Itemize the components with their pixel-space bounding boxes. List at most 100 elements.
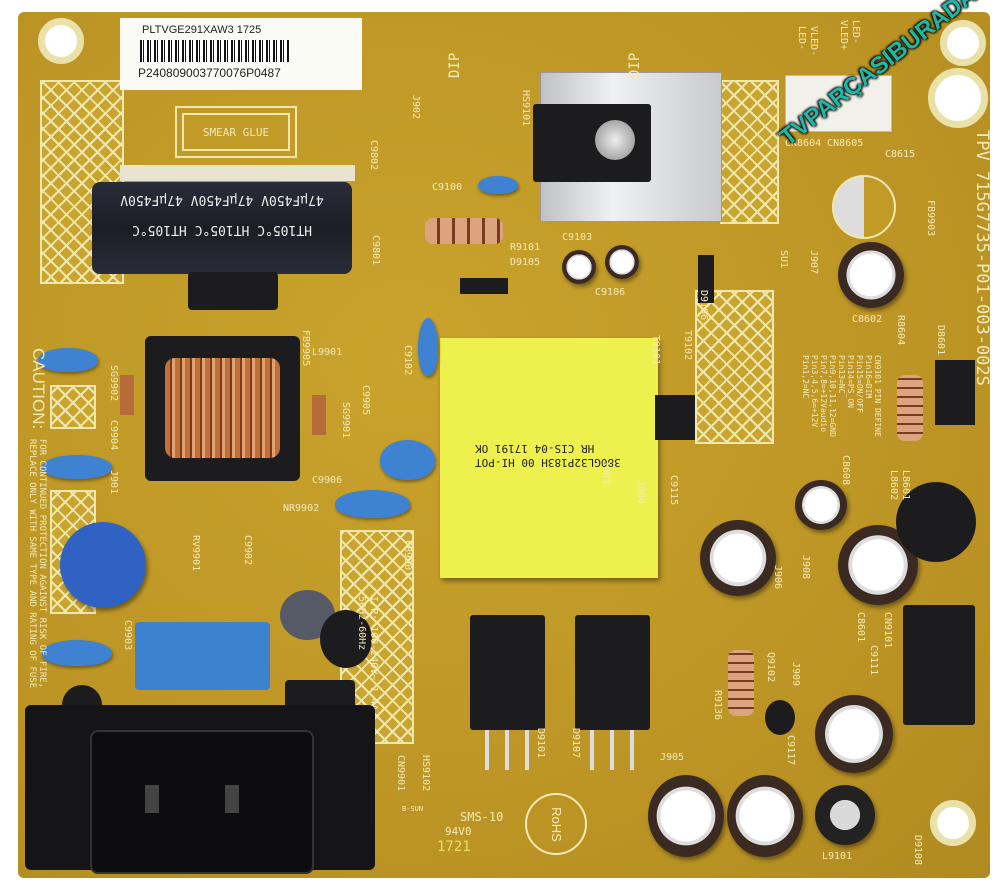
x-capacitor <box>135 622 270 690</box>
y-capacitor <box>42 455 112 479</box>
ref-label: J905 <box>660 752 685 763</box>
varistor <box>60 522 146 608</box>
caution-line-2: REPLACE ONLY WITH SAME TYPE AND RATING O… <box>27 438 38 689</box>
ref-label: FB9903 <box>925 200 936 237</box>
bulk-cap-rating: 47µF450V 47µF450V 47µF450V <box>120 192 324 207</box>
ref-label: C9111 <box>868 645 879 676</box>
led-pin-label: LED- <box>796 26 807 51</box>
ref-label: C9106 <box>595 287 626 298</box>
ref-label: L8601 <box>900 470 911 501</box>
ref-label: R9136 <box>712 690 723 721</box>
ref-label: HS9102 <box>420 755 431 792</box>
ref-label: L8602 <box>888 470 899 501</box>
electrolytic-capacitor <box>815 785 875 845</box>
electrolytic-capacitor <box>605 245 639 279</box>
inductor <box>320 610 372 668</box>
dip-arrow-label: DIP <box>627 52 643 78</box>
ref-label: NR9902 <box>283 503 320 514</box>
ref-label: RV9901 <box>190 535 201 572</box>
caution-title: CAUTION: <box>29 348 48 430</box>
transistor <box>765 700 795 735</box>
diode <box>312 395 326 435</box>
ref-label: J904 <box>635 480 646 505</box>
glue-strip <box>120 165 355 181</box>
ref-label: C9905 <box>360 385 371 416</box>
ref-label: SG9902 <box>108 365 119 402</box>
resistor <box>728 650 754 716</box>
inductor <box>896 482 976 562</box>
pin-define-line: Pin16=DIM <box>864 355 873 399</box>
electrolytic-capacitor <box>648 775 724 857</box>
bulk-capacitor: HT105°C HT105°C HT105°C 47µF450V 47µF450… <box>92 182 352 274</box>
input-rating: I/P: 100-240V~ 1.4A <box>368 596 379 711</box>
resistor <box>425 218 503 244</box>
y-capacitor <box>335 490 410 518</box>
ref-label: FB9901 <box>402 540 413 577</box>
smear-glue-label: SMEAR GLUE <box>202 125 270 139</box>
ref-label: C9903 <box>122 620 133 651</box>
trimmer <box>832 175 896 239</box>
board-id: TPV 715G7735-P01-003-002S <box>972 130 992 386</box>
ref-label: J909 <box>790 662 801 687</box>
date-code: 1721 <box>437 839 471 855</box>
caution-text: CAUTION: FOR CONTINUED PROTECTION AGAINS… <box>28 348 49 688</box>
pin-define-line: Pin9,10,11,12=GND <box>828 355 837 437</box>
flammability-mark: 94V0 <box>445 825 472 838</box>
pin-define-line: Pin3,4,5,6=+12V <box>810 355 819 428</box>
ref-label: CN9901 <box>395 755 406 792</box>
led-pin-label: VLED- <box>808 26 819 57</box>
ref-label: C8608 <box>840 455 851 486</box>
mounting-hole <box>940 20 986 66</box>
ref-label: C9102 <box>402 345 413 376</box>
y-capacitor <box>42 640 112 666</box>
bridge-rectifier <box>188 272 278 310</box>
ac-inlet <box>25 705 375 874</box>
ref-label: R9101 <box>510 242 541 253</box>
diode <box>120 375 134 415</box>
y-capacitor <box>38 348 98 372</box>
ref-label: D9108 <box>912 835 923 866</box>
electrolytic-capacitor <box>838 242 904 308</box>
electrolytic-capacitor <box>700 520 776 596</box>
common-mode-choke <box>145 336 300 481</box>
ref-label: C8615 <box>885 149 916 160</box>
ref-label: D9107 <box>570 728 581 759</box>
ref-label: C9802 <box>368 140 379 171</box>
cn9101-pin-define: CN9101 PIN DEFINE Pin16=DIM Pin15=ON/OFF… <box>801 355 882 437</box>
ref-label: CN9101 <box>882 612 893 649</box>
vendor-mark: B-SUN <box>402 805 424 813</box>
sms-mark: SMS-10 <box>460 810 504 824</box>
ref-label: L9901 <box>312 347 343 358</box>
sticker-part-number: PLTVGE291XAW3 1725 <box>142 24 262 36</box>
mounting-hole <box>928 68 988 128</box>
electrolytic-capacitor <box>562 250 596 284</box>
ref-label: C9115 <box>668 475 679 506</box>
ref-label: Q9102 <box>765 652 776 683</box>
ref-label: J901 <box>108 470 119 495</box>
ref-label: SU1 <box>778 250 789 269</box>
electrolytic-capacitor <box>727 775 803 857</box>
ref-label: HS9101 <box>520 90 531 127</box>
led-connector <box>785 75 892 132</box>
ref-label: C8601 <box>855 612 866 643</box>
electrolytic-capacitor <box>795 480 847 530</box>
y-capacitor <box>478 176 518 194</box>
ref-label: C8602 <box>852 314 883 325</box>
ref-label: T9101 <box>650 335 661 366</box>
rohs-logo: RoHS <box>525 793 587 855</box>
ref-label: C9902 <box>242 535 253 566</box>
pin-define-title: CN9101 PIN DEFINE <box>873 355 882 437</box>
pin-define-line: Pin13=NC <box>837 355 846 394</box>
ref-label: FB9905 <box>300 330 311 367</box>
optocoupler <box>655 395 695 440</box>
y-capacitor <box>380 440 435 480</box>
diode <box>698 255 714 303</box>
keepout-hatch <box>50 385 96 429</box>
keepout-hatch <box>695 290 774 444</box>
caution-line-1: FOR CONTINUED PROTECTION AGAINST RISK OF… <box>37 438 48 689</box>
dip-arrow-label: DIP <box>447 52 463 78</box>
mounting-hole <box>930 800 976 846</box>
sticker-serial: P240809003770076P0487 <box>138 66 281 80</box>
mounting-hole <box>38 18 84 64</box>
ref-label: C9103 <box>562 232 593 243</box>
